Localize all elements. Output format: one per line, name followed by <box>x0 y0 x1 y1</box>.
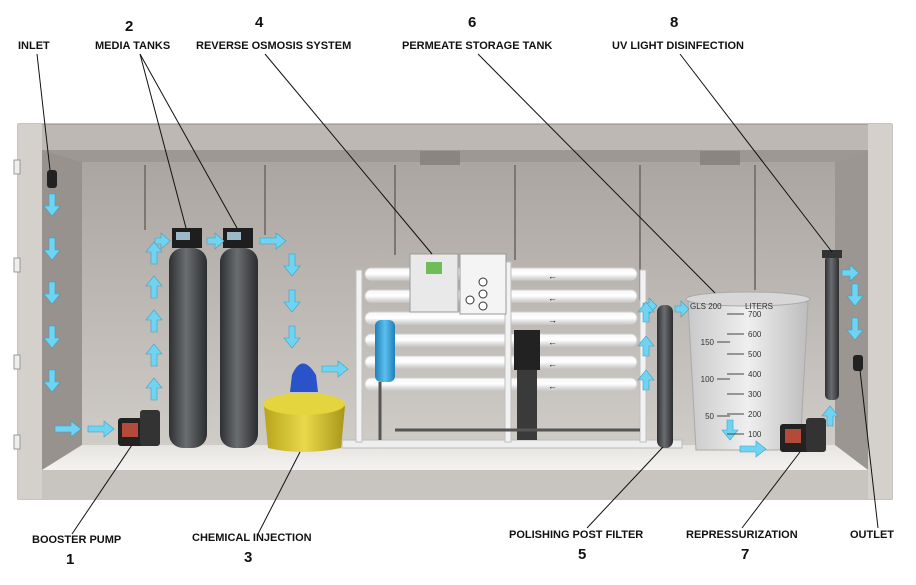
label-chemical-injection: CHEMICAL INJECTION <box>192 532 312 544</box>
number-permeate-tank: 6 <box>468 14 477 31</box>
container-floor <box>42 445 868 470</box>
tank-scale-liters-value: 300 <box>748 390 762 399</box>
svg-text:←: ← <box>548 271 557 281</box>
tank-scale-liters-value: 600 <box>748 330 762 339</box>
label-polishing-filter: POLISHING POST FILTER <box>509 529 644 541</box>
label-media-tanks: MEDIA TANKS <box>95 40 171 52</box>
number-ro-system: 4 <box>255 14 264 31</box>
number-uv: 8 <box>670 14 679 31</box>
tank-scale-gals-value: 150 <box>701 338 715 347</box>
tank-scale-liters-value: 100 <box>748 430 762 439</box>
svg-text:←: ← <box>548 381 557 391</box>
number-repressurization: 7 <box>741 546 750 563</box>
label-inlet: INLET <box>18 40 50 52</box>
svg-text:←: ← <box>548 293 557 303</box>
svg-text:←: ← <box>548 359 557 369</box>
number-polishing-filter: 5 <box>578 546 587 563</box>
outlet-fitting <box>853 355 863 371</box>
label-booster-pump: BOOSTER PUMP <box>32 534 122 546</box>
label-ro-system: REVERSE OSMOSIS SYSTEM <box>196 40 352 52</box>
number-chemical-injection: 3 <box>244 549 253 566</box>
tank-scale-liters-label: LITERS <box>745 302 773 311</box>
number-booster-pump: 1 <box>66 551 75 568</box>
chemical-injection-tank <box>263 363 345 452</box>
repressurization-pump <box>780 418 826 452</box>
flow-arrows <box>43 193 864 458</box>
tank-scale-liters-value: 400 <box>748 370 762 379</box>
label-outlet: OUTLET <box>850 529 894 541</box>
svg-text:→: → <box>548 315 557 325</box>
label-permeate-tank: PERMEATE STORAGE TANK <box>402 40 553 52</box>
tank-scale-liters-value: 700 <box>748 310 762 319</box>
tank-scale-gals-label: GLS 200 <box>690 302 722 311</box>
tank-scale-gals-value: 100 <box>701 375 715 384</box>
media-tank-1 <box>169 228 207 448</box>
inlet-fitting <box>47 170 57 188</box>
tank-scale-gals-value: 50 <box>705 412 714 421</box>
reverse-osmosis-skid: ← ← → ← ← ← <box>341 253 683 449</box>
tank-scale-liters-value: 500 <box>748 350 762 359</box>
label-repressurization: REPRESSURIZATION <box>686 529 798 541</box>
tank-scale-liters-value: 200 <box>748 410 762 419</box>
label-uv: UV LIGHT DISINFECTION <box>612 40 744 52</box>
leader-lines <box>36 53 879 535</box>
permeate-storage-tank <box>685 291 811 451</box>
number-media-tanks: 2 <box>125 18 134 35</box>
uv-disinfection-unit <box>822 250 842 400</box>
polishing-post-filter <box>657 305 673 448</box>
media-tank-2 <box>220 228 258 448</box>
booster-pump <box>118 410 160 446</box>
svg-text:←: ← <box>548 337 557 347</box>
